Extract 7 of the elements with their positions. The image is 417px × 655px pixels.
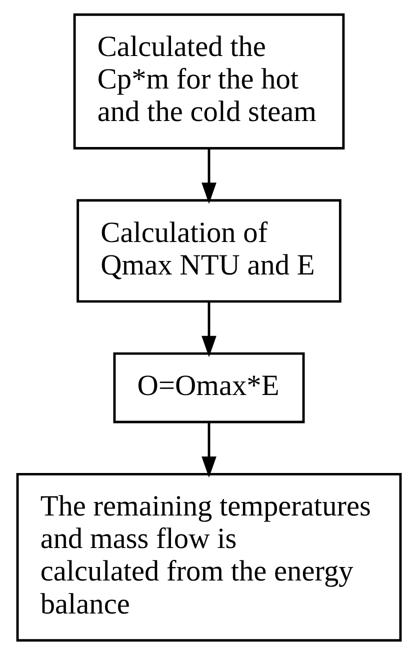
node-box: Calculated the Cp*m for the hot and the cold steam [72,13,344,150]
arrow [201,422,216,478]
arrow [201,148,216,204]
node-box: Calculation of Qmax NTU and E [76,199,341,303]
node-box: O=Omax*E [112,352,304,424]
arrow [201,302,216,358]
node-box: The remaining temperatures and mass flow is calculated from the energy balance [16,472,402,642]
